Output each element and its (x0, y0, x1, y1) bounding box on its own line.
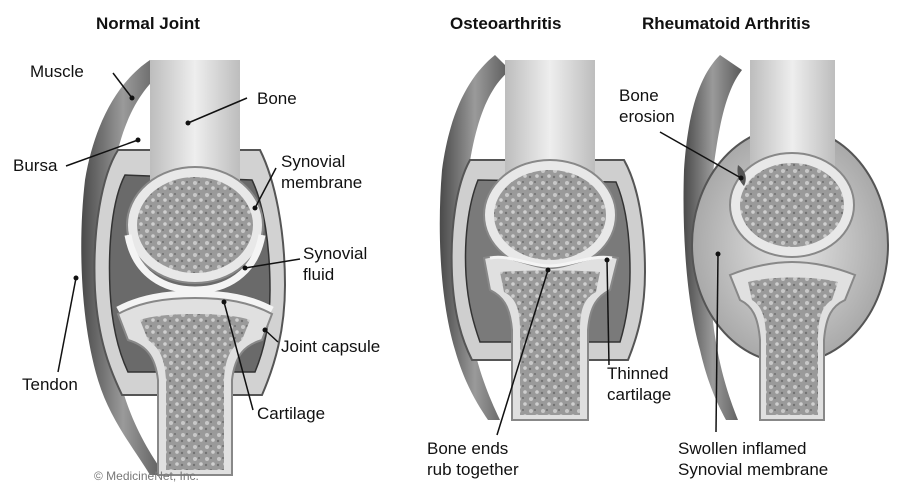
label-muscle: Muscle (30, 62, 84, 82)
label-thinned-cartilage-1: Thinned (607, 364, 668, 384)
label-cartilage: Cartilage (257, 404, 325, 424)
label-bone-ends-1: Bone ends (427, 439, 508, 459)
label-swollen-1: Swollen inflamed (678, 439, 807, 459)
label-synovial-fluid-1: Synovial (303, 244, 367, 264)
label-joint-capsule: Joint capsule (281, 337, 380, 357)
label-bone-erosion-2: erosion (619, 107, 675, 127)
leader-tendon (58, 278, 76, 372)
osteo-upper-spongy (494, 170, 606, 260)
label-bursa: Bursa (13, 156, 57, 176)
label-tendon: Tendon (22, 375, 78, 395)
normal-upper-spongy (137, 177, 253, 273)
rheum-joint-drawing (684, 55, 888, 420)
copyright-text: © MedicineNet, Inc. (94, 469, 199, 483)
label-synovial-membrane-1: Synovial (281, 152, 345, 172)
label-synovial-membrane-2: membrane (281, 173, 362, 193)
title-normal-joint: Normal Joint (96, 14, 200, 34)
label-swollen-2: Synovial membrane (678, 460, 828, 480)
normal-joint-drawing (81, 60, 285, 475)
rheum-upper-spongy (740, 163, 844, 247)
label-bone-ends-2: rub together (427, 460, 519, 480)
title-osteoarthritis: Osteoarthritis (450, 14, 561, 34)
label-bone-erosion-1: Bone (619, 86, 659, 106)
label-synovial-fluid-2: fluid (303, 265, 334, 285)
label-thinned-cartilage-2: cartilage (607, 385, 671, 405)
title-rheumatoid-arthritis: Rheumatoid Arthritis (642, 14, 810, 34)
label-bone: Bone (257, 89, 297, 109)
